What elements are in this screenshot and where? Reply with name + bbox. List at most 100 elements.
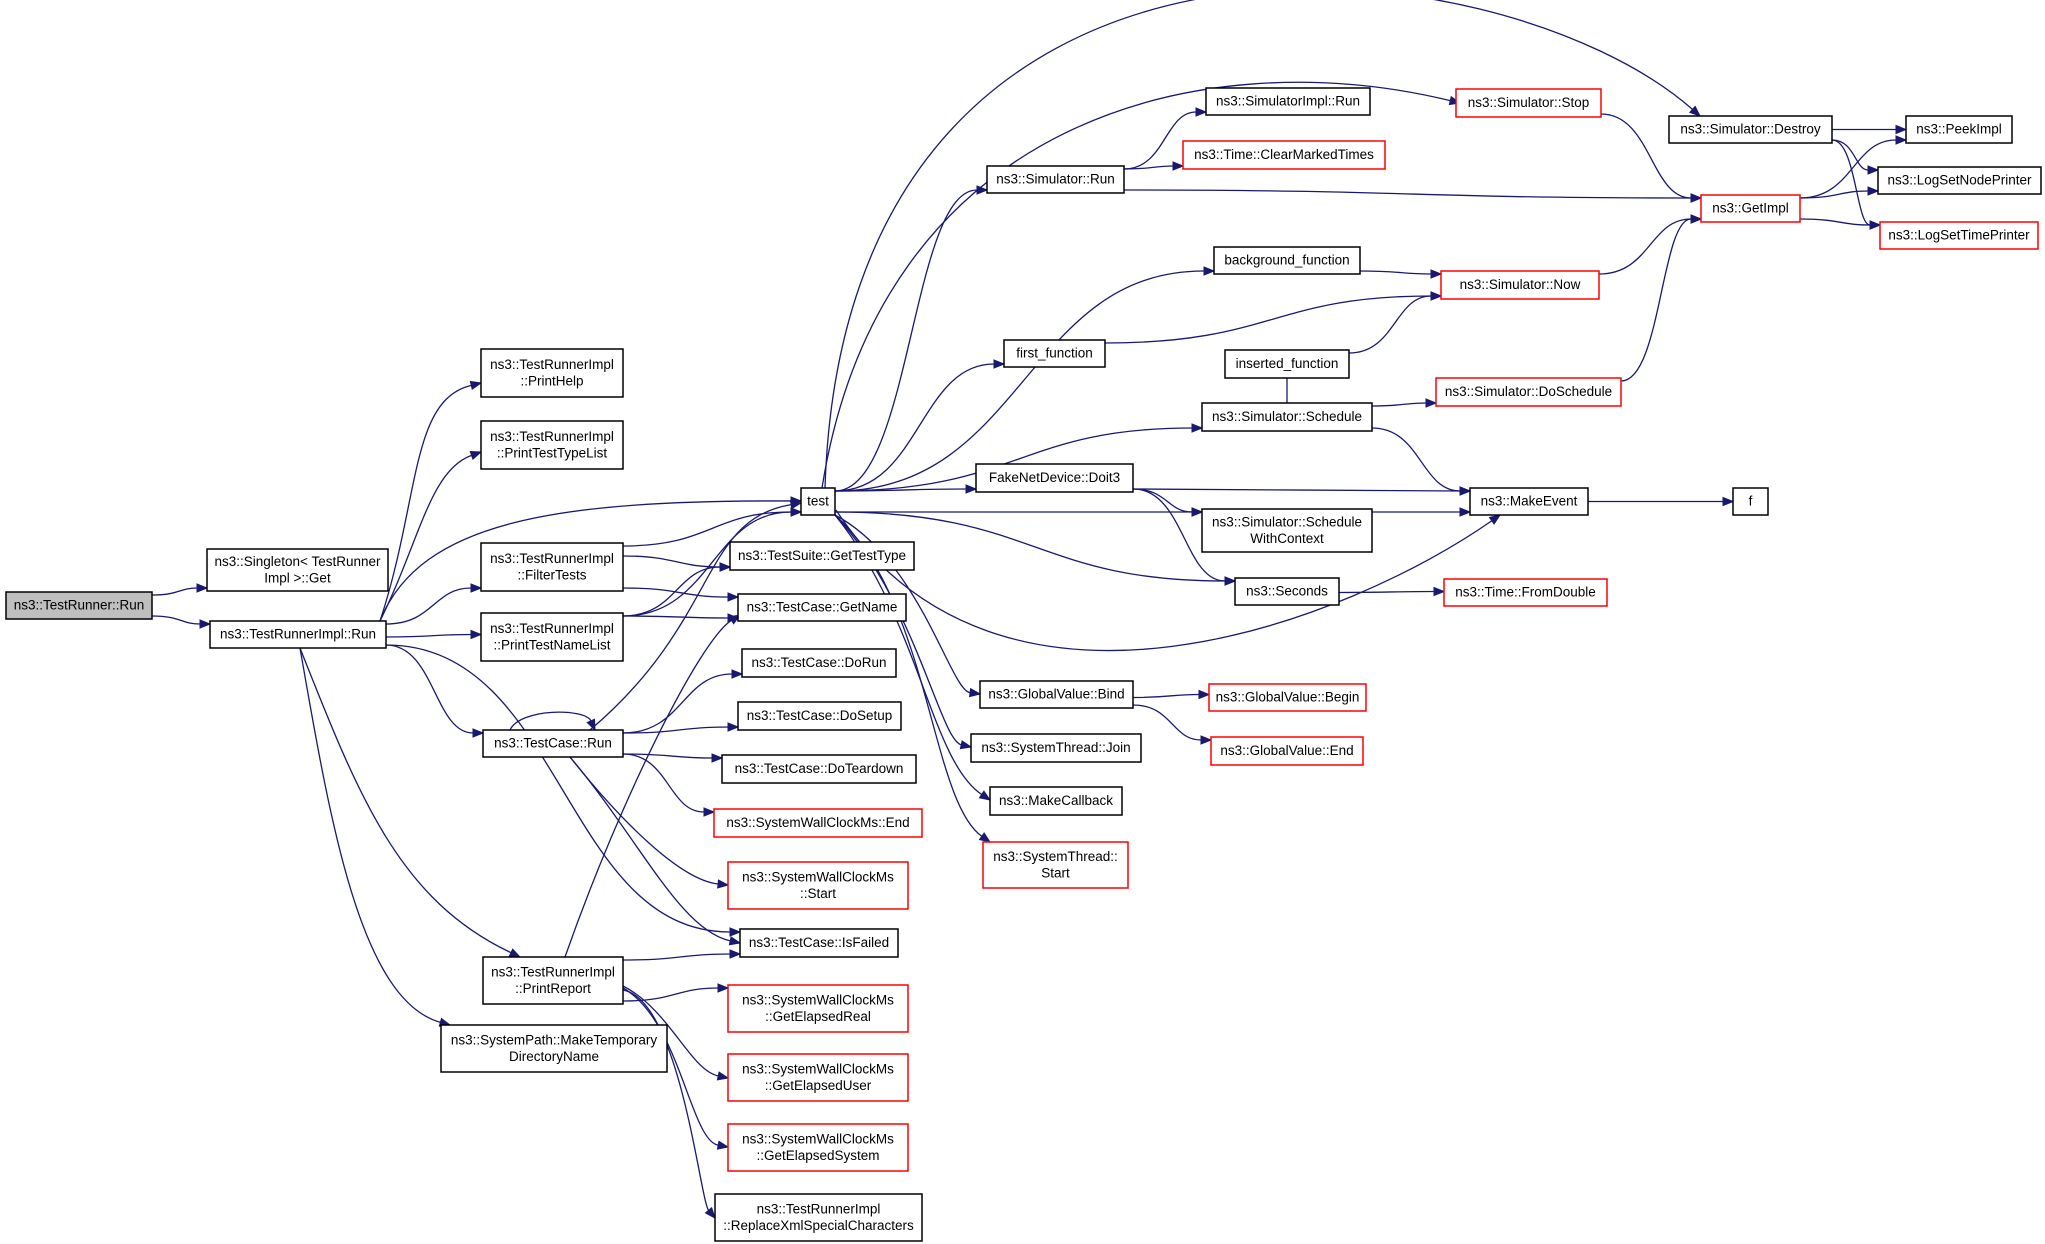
node-st-join[interactable]: ns3::SystemThread::Join: [970, 733, 1142, 763]
node-label: ns3::TestRunner::Run: [14, 598, 145, 613]
edge-line: [379, 454, 472, 622]
node-simimpl-run[interactable]: ns3::SimulatorImpl::Run: [1205, 87, 1371, 116]
edge-testcase_run-to-wall_end: [622, 753, 716, 817]
node-sim-now[interactable]: ns3::Simulator::Now: [1440, 270, 1600, 300]
arrowhead: [976, 185, 989, 195]
node-label: ns3::Simulator::Destroy: [1680, 122, 1821, 137]
edge-line: [834, 488, 967, 492]
node-label: ns3::SystemThread::Join: [981, 740, 1130, 755]
node-label: ::GetElapsedUser: [765, 1078, 872, 1093]
node-label: ::PrintReport: [515, 981, 591, 996]
node-box: [1905, 115, 2013, 144]
node-from-double[interactable]: ns3::Time::FromDouble: [1443, 578, 1608, 607]
node-get-impl[interactable]: ns3::GetImpl: [1700, 194, 1801, 223]
node-first-function[interactable]: first_function: [1003, 339, 1106, 368]
edge-sim_run-to-simimpl_run: [1123, 107, 1208, 170]
arrowhead: [727, 722, 740, 732]
node-sim-run[interactable]: ns3::Simulator::Run: [986, 165, 1125, 194]
node-gv-begin[interactable]: ns3::GlobalValue::Begin: [1208, 683, 1367, 712]
node-singleton-get[interactable]: ns3::Singleton< TestRunnerImpl >::Get: [206, 548, 389, 592]
node-st-start[interactable]: ns3::SystemThread::Start: [982, 841, 1129, 889]
node-print-name-list[interactable]: ns3::TestRunnerImpl::PrintTestNameList: [480, 612, 624, 662]
node-do-setup[interactable]: ns3::TestCase::DoSetup: [737, 701, 902, 731]
node-do-run[interactable]: ns3::TestCase::DoRun: [741, 648, 897, 678]
arrowhead: [729, 949, 742, 959]
node-peek-impl[interactable]: ns3::PeekImpl: [1905, 115, 2013, 144]
node-clear-marked[interactable]: ns3::Time::ClearMarkedTimes: [1182, 140, 1386, 170]
edge-sim_stop-to-get_impl: [1600, 113, 1703, 203]
node-label: first_function: [1016, 346, 1093, 361]
edge-first_function-to-sim_now: [1104, 291, 1443, 344]
edge-testcase_run-to-test: [589, 500, 803, 731]
node-get-test-type[interactable]: ns3::TestSuite::GetTestType: [729, 541, 915, 571]
node-box: [1234, 577, 1340, 606]
edge-testcase_run-to-testcase_run: [509, 711, 596, 732]
node-inserted-function[interactable]: inserted_function: [1224, 349, 1350, 379]
node-box: [714, 1193, 923, 1242]
node-gv-bind[interactable]: ns3::GlobalValue::Bind: [979, 680, 1134, 709]
node-log-node-printer[interactable]: ns3::LogSetNodePrinter: [1877, 166, 2042, 195]
node-make-callback[interactable]: ns3::MakeCallback: [989, 786, 1123, 816]
arrowhead: [1459, 507, 1472, 517]
node-runnerimpl-run[interactable]: ns3::TestRunnerImpl::Run: [209, 620, 387, 649]
edge-line: [379, 500, 792, 622]
node-f[interactable]: f: [1732, 487, 1769, 516]
arrowhead: [789, 500, 803, 510]
node-get-name[interactable]: ns3::TestCase::GetName: [737, 593, 907, 622]
node-box: [727, 861, 909, 910]
node-box: [1435, 377, 1622, 407]
node-label: DirectoryName: [509, 1049, 599, 1064]
node-wall-end[interactable]: ns3::SystemWallClockMs::End: [713, 808, 923, 838]
edge-sim_now-to-get_impl: [1598, 214, 1703, 275]
node-make-temp-dir[interactable]: ns3::SystemPath::MakeTemporaryDirectoryN…: [440, 1024, 668, 1073]
node-wall-start[interactable]: ns3::SystemWallClockMs::Start: [727, 861, 909, 910]
node-log-time-printer[interactable]: ns3::LogSetTimePrinter: [1879, 221, 2039, 250]
node-elapsed-system[interactable]: ns3::SystemWallClockMs::GetElapsedSystem: [727, 1123, 909, 1172]
node-label: ns3::TestSuite::GetTestType: [738, 548, 906, 563]
node-testcase-run[interactable]: ns3::TestCase::Run: [482, 729, 624, 758]
node-label: ns3::TestCase::DoTeardown: [735, 761, 904, 776]
arrowhead: [704, 1206, 716, 1220]
node-sim-doschedule[interactable]: ns3::Simulator::DoSchedule: [1435, 377, 1622, 407]
edge-line: [834, 511, 1226, 582]
arrowhead: [1869, 220, 1882, 230]
node-fake-doit3[interactable]: FakeNetDevice::Doit3: [975, 463, 1134, 493]
arrowhead: [1203, 266, 1216, 276]
edge-line: [622, 673, 733, 734]
edge-line: [622, 753, 705, 813]
node-sim-schedule[interactable]: ns3::Simulator::Schedule: [1201, 402, 1373, 432]
edge-line: [1598, 218, 1692, 275]
node-sim-destroy[interactable]: ns3::Simulator::Destroy: [1668, 115, 1833, 144]
node-gv-end[interactable]: ns3::GlobalValue::End: [1210, 736, 1364, 766]
arrowhead: [1433, 586, 1446, 597]
node-elapsed-user[interactable]: ns3::SystemWallClockMs::GetElapsedUser: [727, 1053, 909, 1102]
node-seconds[interactable]: ns3::Seconds: [1234, 577, 1340, 606]
node-replace-xml[interactable]: ns3::TestRunnerImpl::ReplaceXmlSpecialCh…: [714, 1193, 923, 1242]
arrowhead: [470, 583, 483, 593]
node-label: ns3::GlobalValue::Begin: [1216, 690, 1360, 705]
edge-line: [834, 189, 978, 492]
edge-get_impl-to-log_node_printer: [1799, 186, 1880, 199]
edge-line: [622, 726, 729, 734]
node-elapsed-real[interactable]: ns3::SystemWallClockMs::GetElapsedReal: [727, 984, 909, 1033]
node-label: ns3::TestRunnerImpl: [491, 964, 615, 979]
node-root[interactable]: ns3::TestRunner::Run: [5, 591, 153, 620]
node-background-function[interactable]: background_function: [1213, 246, 1361, 275]
node-do-teardown[interactable]: ns3::TestCase::DoTeardown: [721, 754, 917, 784]
node-label: ::GetElapsedSystem: [756, 1148, 879, 1163]
node-print-type-list[interactable]: ns3::TestRunnerImpl::PrintTestTypeList: [480, 420, 624, 470]
node-filter-tests[interactable]: ns3::TestRunnerImpl::FilterTests: [480, 542, 624, 592]
edge-line: [622, 587, 729, 598]
arrowhead: [586, 718, 596, 732]
node-is-failed[interactable]: ns3::TestCase::IsFailed: [739, 928, 899, 958]
edge-background_function-to-sim_now: [1359, 269, 1443, 279]
node-print-help[interactable]: ns3::TestRunnerImpl::PrintHelp: [480, 348, 624, 398]
node-sim-stop[interactable]: ns3::Simulator::Stop: [1455, 88, 1602, 118]
node-label: ns3::TestCase::Run: [494, 736, 612, 751]
node-box: [1469, 487, 1589, 516]
edge-line: [1132, 488, 1226, 582]
node-print-report[interactable]: ns3::TestRunnerImpl::PrintReport: [482, 956, 624, 1005]
node-test[interactable]: test: [800, 487, 836, 516]
node-make-event[interactable]: ns3::MakeEvent: [1469, 487, 1589, 516]
